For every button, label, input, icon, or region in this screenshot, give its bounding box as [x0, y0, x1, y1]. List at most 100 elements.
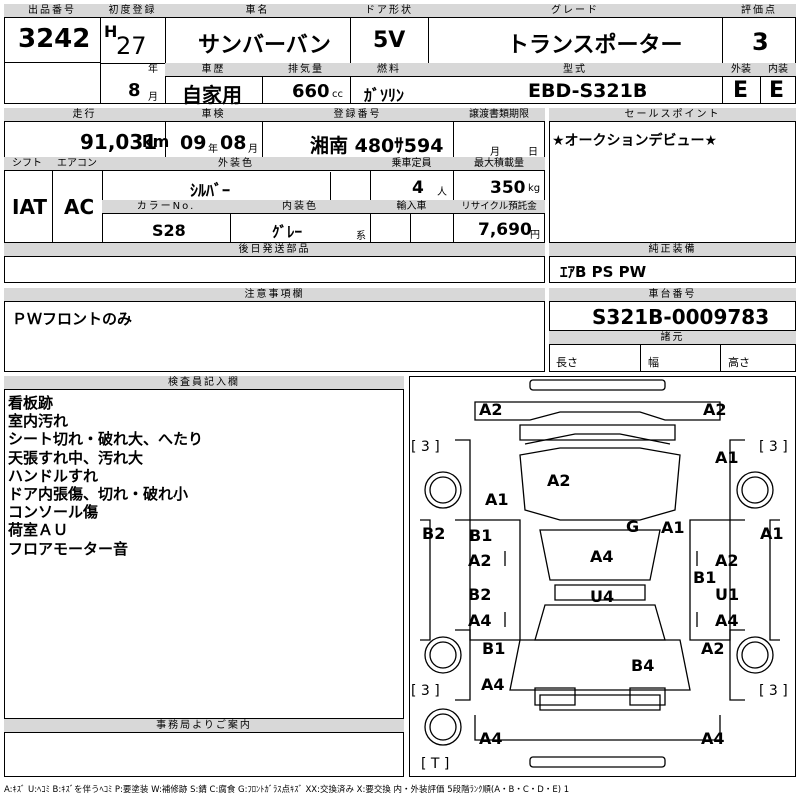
plate: 湘南 480ｻ594: [310, 135, 444, 157]
caution-text: ＰＷフロントのみ: [12, 310, 133, 328]
damage-code: B1: [693, 568, 717, 587]
capacity: 4: [412, 178, 424, 198]
sales-point-text: ★オークションデビュー★: [552, 133, 718, 149]
int-color-label: 内装色: [230, 200, 370, 214]
inspector-note: ドア内張傷、切れ・破れ小: [8, 485, 189, 504]
reg-month: 8: [128, 80, 141, 101]
damage-code: G: [626, 517, 640, 536]
color-no-label: カラーNo.: [102, 200, 230, 214]
capacity-unit: 人: [437, 187, 447, 198]
displacement-unit: cc: [332, 89, 343, 100]
damage-code: B2: [422, 524, 446, 543]
reg-year: 27: [116, 32, 147, 60]
lot-no: 3242: [18, 24, 91, 54]
damage-code: A1: [485, 490, 509, 509]
inspection-month-unit: 月: [248, 144, 258, 155]
damage-legend: A:ｷｽﾞ U:ﾍｺﾐ B:ｷｽﾞを伴うﾍｺﾐ P:要塗装 W:補修跡 S:錆 …: [4, 785, 570, 795]
recycle-unit: 円: [530, 230, 540, 241]
lot-no-label: 出品番号: [4, 4, 100, 18]
transfer-day-unit: 日: [528, 147, 538, 158]
transfer-label: 譲渡書類期限: [453, 108, 545, 122]
max-load: 350: [490, 178, 526, 198]
inspector-note: 看板跡: [8, 394, 54, 412]
tire-mark-rear-right: [ 3 ]: [759, 683, 788, 699]
color-no: S28: [152, 221, 186, 240]
sales-point-label: セールスポイント: [549, 108, 796, 122]
shift-label: シフト: [4, 157, 52, 171]
car-name-label: 車名: [165, 4, 350, 18]
sales-point-block: [549, 108, 796, 243]
inspector-note: コンソール傷: [8, 503, 99, 522]
inspector-label: 検査員記入欄: [4, 376, 404, 390]
shift: IAT: [12, 195, 48, 219]
dims-width: 幅: [648, 356, 659, 369]
damage-code: A2: [715, 551, 739, 570]
inspection-year-unit: 年: [208, 144, 218, 155]
exterior-label: 外装: [722, 63, 760, 77]
fuel: ｶﾞｿﾘﾝ: [364, 86, 405, 105]
displacement: 660: [292, 81, 330, 102]
damage-code: B4: [631, 656, 655, 675]
damage-code: A2: [547, 471, 571, 490]
tire-mark-front-left: [ 3 ]: [411, 439, 440, 455]
damage-code: A4: [715, 611, 739, 630]
inspection-label: 車検: [165, 108, 262, 122]
equipment-text: ｴｱB PS PW: [560, 263, 647, 281]
reg-month-unit: 月: [148, 92, 158, 103]
grade: トランスポーター: [507, 33, 683, 58]
fuel-label: 燃料: [350, 63, 428, 77]
history: 自家用: [182, 83, 242, 107]
dims-height: 高さ: [728, 356, 750, 369]
damage-code: B1: [482, 639, 506, 658]
score-label: 評価点: [722, 4, 796, 18]
equipment-label: 純正装備: [549, 243, 796, 257]
plate-label: 登録番号: [262, 108, 453, 122]
reg-year-unit: 年: [148, 64, 158, 75]
car-name: サンバーバン: [198, 33, 331, 58]
ac: AC: [64, 195, 95, 219]
max-load-unit: kg: [528, 183, 541, 194]
damage-code: A1: [760, 524, 784, 543]
damage-code: A1: [661, 518, 685, 537]
grade-label: グレード: [428, 4, 722, 18]
interior-score: E: [769, 78, 785, 103]
damage-code: A4: [479, 729, 503, 748]
inspector-note: 荷室ＡＵ: [8, 521, 69, 540]
tire-mark-spare: [ T ]: [421, 756, 450, 772]
damage-code: A2: [468, 551, 492, 570]
recycle: 7,690: [478, 220, 532, 240]
caution-label: 注意事項欄: [4, 288, 545, 302]
model-label: 型式: [428, 63, 722, 77]
first-reg-label: 初度登録: [100, 4, 165, 18]
inspector-note: シート切れ・破れ大、へたり: [8, 430, 204, 449]
car-outline: [420, 379, 780, 768]
ext-color-label: 外装色: [102, 157, 370, 171]
inspector-note: ハンドルすれ: [8, 466, 99, 485]
damage-code: A4: [468, 611, 492, 630]
damage-code: U1: [715, 585, 740, 604]
damage-code: A2: [701, 639, 725, 658]
damage-code: A1: [715, 448, 739, 467]
int-color: ｸﾞﾚｰ: [272, 223, 303, 241]
damage-code: A2: [703, 400, 727, 419]
damage-diagram: [409, 376, 796, 777]
dims-length: 長さ: [556, 356, 578, 369]
transfer-month-unit: 月: [490, 147, 500, 158]
door: 5V: [373, 28, 406, 53]
mileage-unit: km: [142, 132, 170, 151]
tire-mark-rear-left: [ 3 ]: [411, 683, 440, 699]
inspector-note: フロアモーター音: [8, 539, 129, 558]
tire-mark-front-right: [ 3 ]: [759, 439, 788, 455]
damage-code: B2: [468, 585, 492, 604]
damage-code: A4: [701, 729, 725, 748]
interior-label: 内装: [760, 63, 796, 77]
max-load-label: 最大積載量: [453, 157, 545, 171]
inspector-notes: 看板跡 室内汚れ シート切れ・破れ大、へたり 天張すれ中、汚れ大 ハンドルすれ …: [8, 394, 398, 558]
recycle-label: リサイクル預託金: [453, 200, 545, 214]
inspector-note: 天張すれ中、汚れ大: [8, 448, 144, 467]
score: 3: [752, 28, 769, 56]
office-label: 事務局よりご案内: [4, 719, 404, 733]
damage-code: U4: [590, 587, 615, 606]
ac-label: エアコン: [52, 157, 102, 171]
displacement-label: 排気量: [262, 63, 350, 77]
